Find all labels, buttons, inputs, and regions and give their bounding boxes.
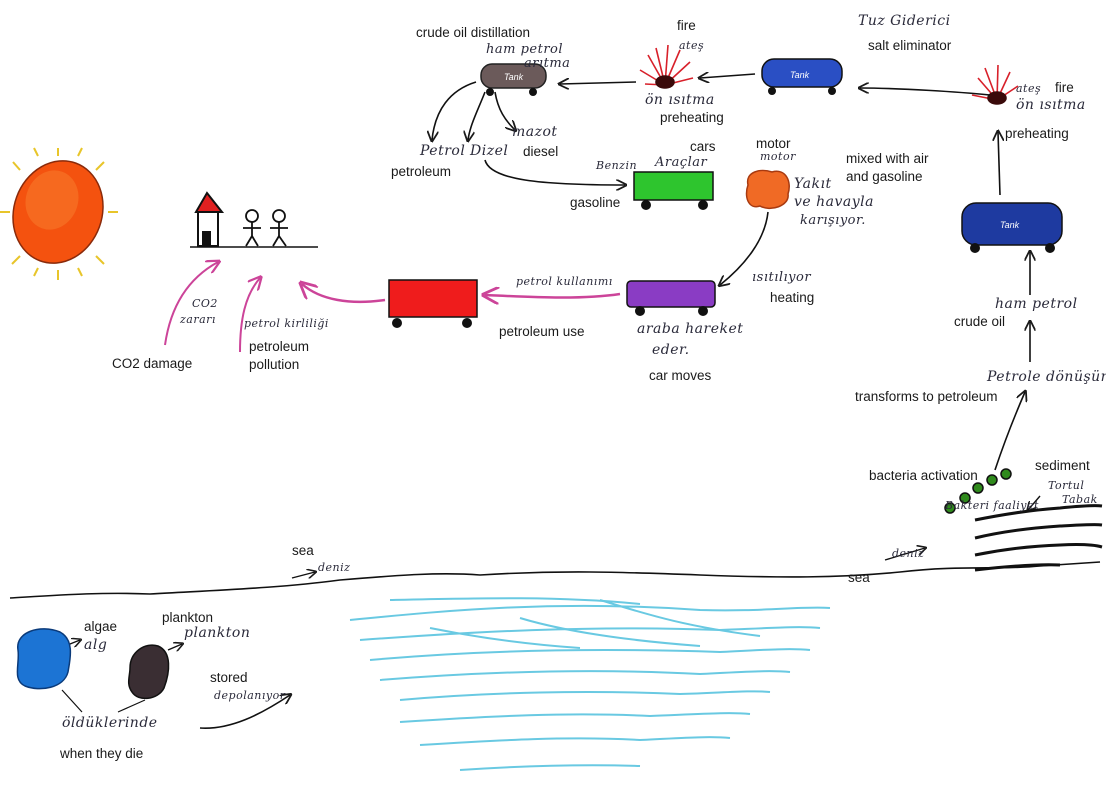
arrow-preheat-to-salt (860, 88, 990, 95)
label-gasoline: gasoline (570, 195, 620, 211)
arrow-distill-to-dizel (468, 92, 485, 140)
label-pollution-line2: pollution (249, 357, 299, 373)
label-petroleum-use: petroleum use (499, 324, 585, 340)
label-stored: stored (210, 670, 248, 686)
label-sea-right: sea (848, 570, 870, 586)
person-icon-2 (270, 210, 288, 246)
label-crude-oil-distillation: crude oil distillation (416, 25, 530, 41)
label-crude-oil: crude oil (954, 314, 1005, 330)
salt-tank: Tank (762, 59, 842, 95)
arrow-red-to-people (302, 284, 385, 302)
label-plankton: plankton (162, 610, 213, 626)
label-algae: algae (84, 619, 117, 635)
sea-water (350, 598, 830, 770)
hw-ham-petrol-line2: arıtma (524, 56, 570, 71)
hw-on-isitma-right: ön ısıtma (1016, 98, 1086, 113)
hw-benzin: Benzin (596, 160, 637, 172)
label-cars: cars (690, 139, 716, 155)
arrow-fire-to-distill (560, 82, 636, 84)
hw-tortul-line2: Tabak (1062, 494, 1098, 506)
label-preheating-right: preheating (1005, 126, 1069, 142)
hw-tortul-line1: Tortul (1048, 480, 1084, 492)
fire-icon-right (972, 65, 1018, 104)
label-sediment: sediment (1035, 458, 1090, 474)
hw-deniz-right: deniz (892, 548, 924, 560)
hw-co2-line1: CO2 (192, 298, 218, 310)
hw-co2-line2: zararı (180, 314, 216, 326)
label-diesel: diesel (523, 144, 558, 160)
hw-isitiliyor: ısıtılıyor (752, 270, 811, 285)
hw-depolaniyor: depolanıyor (214, 690, 286, 702)
right-tank: Tank (962, 203, 1062, 253)
arrow-salt-to-fire (700, 74, 755, 78)
hw-dizel: Dizel (470, 144, 508, 159)
label-heating: heating (770, 290, 814, 306)
hw-mazot: mazot (512, 125, 558, 140)
hw-alg: alg (84, 638, 107, 653)
red-car (389, 280, 477, 328)
hw-ates-top: ateş (679, 40, 704, 52)
hw-petrol-kirliligi: petrol kirliliği (244, 318, 329, 330)
hw-yakit-line3: karışıyor. (800, 213, 866, 228)
arrow-purple-to-red (485, 294, 620, 298)
arrow-tank-to-preheat (998, 132, 1000, 195)
hw-petrol-kullanimi: petrol kullanımı (516, 276, 613, 288)
hw-petrole-donusur: Petrole dönüşür (987, 370, 1106, 385)
arrow-plankton (168, 644, 182, 650)
label-sea-left: sea (292, 543, 314, 559)
label-salt-eliminator: salt eliminator (868, 38, 951, 54)
label-mixed-line2: and gasoline (846, 169, 923, 185)
sun-icon (0, 148, 118, 280)
plankton-icon (129, 645, 169, 698)
right-tank-label: Tank (1000, 220, 1020, 230)
label-co2-damage: CO2 damage (112, 356, 192, 372)
hw-ham-petrol-line1: ham petrol (486, 42, 563, 57)
hw-yakit-line1: Yakıt (794, 177, 832, 192)
hw-bakteri-faaliyet: Bakteri faaliyet (945, 500, 1039, 512)
label-pollution-line1: petroleum (249, 339, 309, 355)
hw-araba-line2: eder. (652, 343, 690, 358)
hw-yakit-line2: ve havayla (794, 195, 874, 210)
hw-motor: motor (760, 151, 796, 163)
purple-car (627, 281, 715, 316)
hw-petrol: Petrol (420, 144, 465, 159)
sediment-layers (975, 506, 1102, 570)
label-petroleum: petroleum (391, 164, 451, 180)
label-preheating-top: preheating (660, 110, 724, 126)
hw-ham-petrol-right: ham petrol (995, 297, 1078, 312)
salt-tank-label: Tank (790, 70, 810, 80)
label-car-moves: car moves (649, 368, 711, 384)
hw-araba-line1: araba hareket (637, 322, 743, 337)
hw-araclar: Araçlar (655, 155, 707, 170)
house-icon (196, 193, 222, 246)
label-fire-top: fire (677, 18, 696, 34)
label-bacteria-activation: bacteria activation (869, 468, 978, 484)
hw-deniz-left: deniz (318, 562, 350, 574)
arrow-deniz-left (292, 572, 315, 578)
label-mixed-line1: mixed with air (846, 151, 929, 167)
green-car (634, 172, 713, 210)
hw-oldukten: öldüklerinde (62, 716, 158, 731)
hw-ates-right: ateş (1016, 83, 1041, 95)
arrow-bacteria-to-transform (995, 392, 1025, 470)
motor-icon (747, 171, 790, 209)
label-transforms: transforms to petroleum (855, 389, 998, 405)
label-when-they-die: when they die (60, 746, 143, 762)
hw-on-isitma-top: ön ısıtma (645, 93, 715, 108)
sea-surface (10, 562, 1100, 598)
algae-icon (17, 629, 70, 689)
label-fire-right: fire (1055, 80, 1074, 96)
person-icon-1 (243, 210, 261, 246)
distillation-tank-label: Tank (504, 72, 524, 82)
hw-plankton: plankton (184, 626, 250, 641)
hw-tuz-giderici: Tuz Giderici (858, 14, 951, 29)
